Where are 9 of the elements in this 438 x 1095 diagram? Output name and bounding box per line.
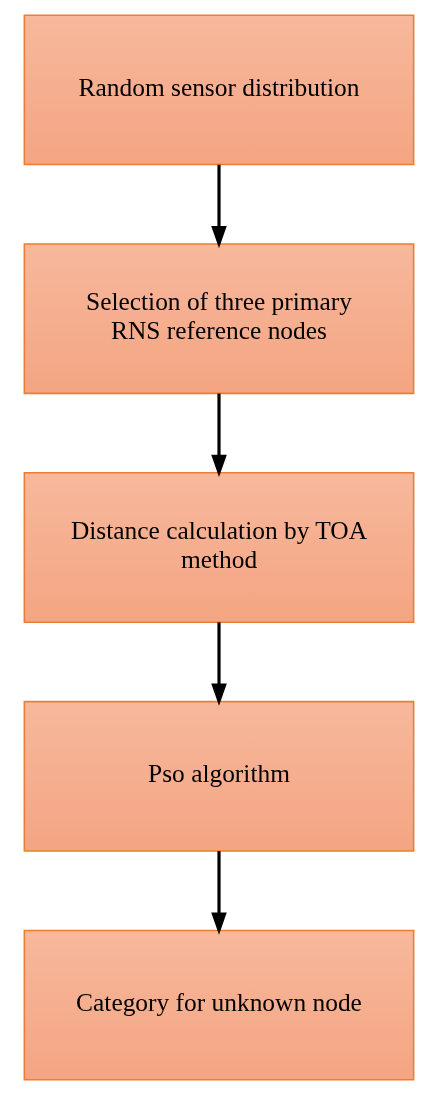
arrow xyxy=(211,851,227,935)
node-box: Random sensor distribution xyxy=(23,14,415,166)
arrow xyxy=(211,164,227,249)
node-box: Selection of three primary RNS reference nodes xyxy=(23,243,415,395)
node-box: Pso algorithm xyxy=(23,700,415,852)
arrow xyxy=(211,393,227,478)
node-box: Distance calculation by TOA method xyxy=(23,472,415,623)
arrow xyxy=(211,622,227,706)
node-box: Category for unknown node xyxy=(23,929,415,1081)
